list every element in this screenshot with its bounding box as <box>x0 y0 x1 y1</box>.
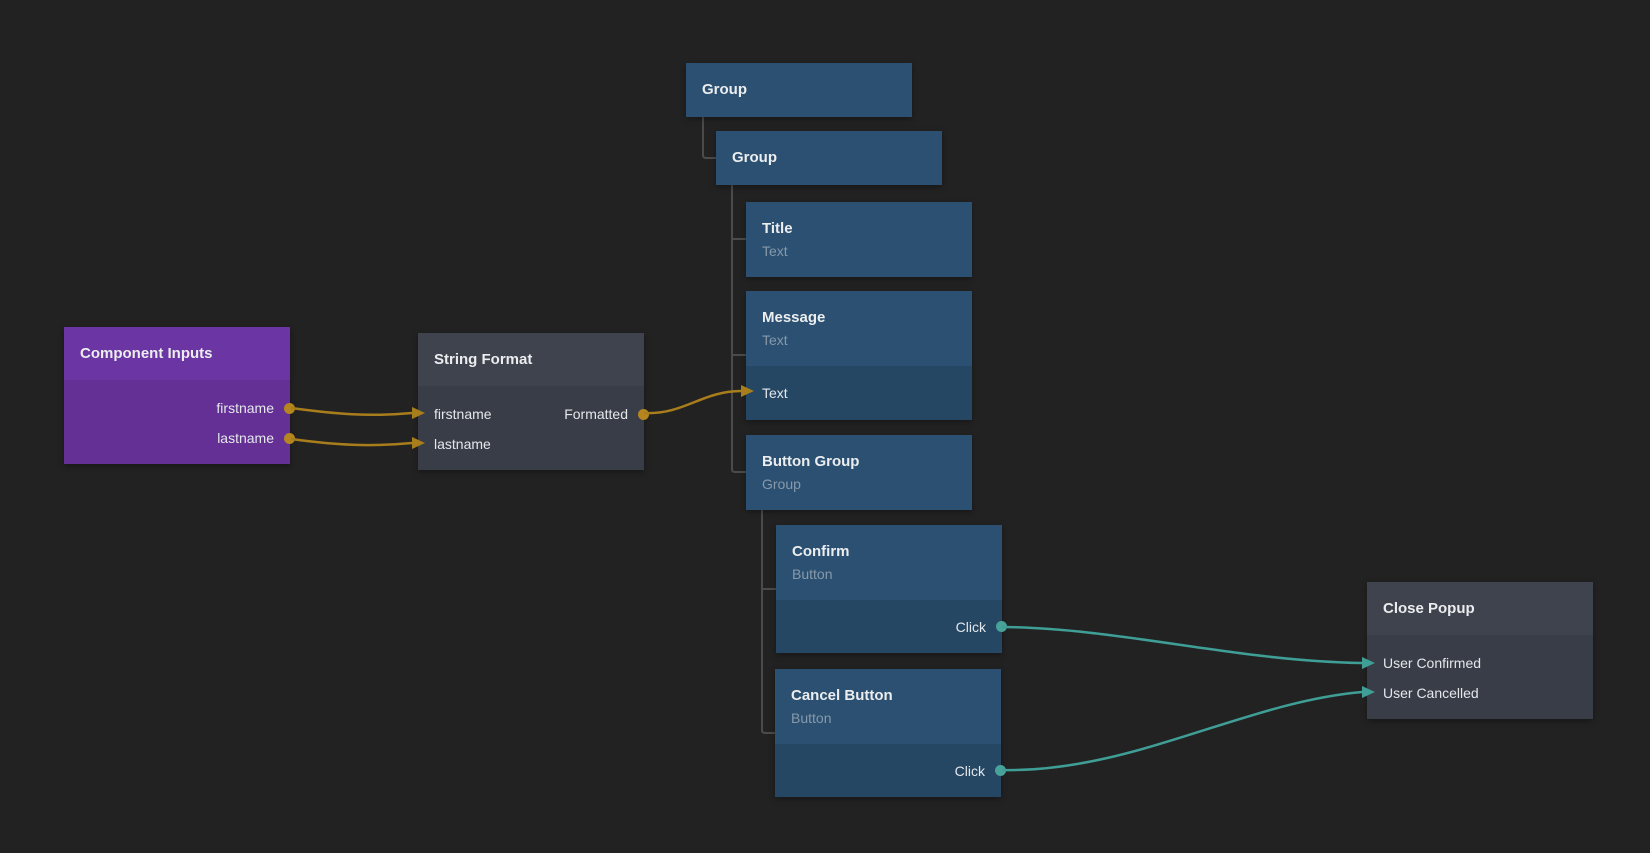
port-row-firstname-formatted: firstname Formatted <box>418 399 649 429</box>
port-row-user-confirmed-input[interactable]: User Confirmed <box>1367 648 1593 678</box>
output-port-dot-formatted[interactable] <box>638 408 649 420</box>
node-subtitle: Group <box>762 476 801 492</box>
output-port-label: firstname <box>216 400 274 416</box>
node-ports: firstname lastname <box>64 380 295 464</box>
wire-lastname <box>290 437 413 447</box>
output-port-dot-click[interactable] <box>995 765 1006 776</box>
node-subtitle: Text <box>762 332 788 348</box>
input-port-label: User Confirmed <box>1383 655 1482 671</box>
node-title: Group <box>702 81 747 98</box>
node-header: String Format <box>418 333 644 386</box>
port-row-click-output: Click <box>775 744 1006 797</box>
output-port-label: Click <box>954 762 985 779</box>
node-subtitle: Button <box>792 566 833 582</box>
wire-cancel-click <box>1001 690 1363 772</box>
port-row-lastname-input: lastname <box>418 429 644 459</box>
node-header: Message Text <box>746 291 972 366</box>
input-port-label: User Cancelled <box>1383 685 1479 701</box>
node-title: Group <box>732 149 777 166</box>
output-port-dot-lastname[interactable] <box>284 432 295 444</box>
tree-line-group1-group2 <box>702 117 716 159</box>
node-title: Cancel Button <box>791 687 893 704</box>
node-title: Close Popup <box>1383 599 1475 617</box>
node-string-format[interactable]: String Format firstname Formatted lastna… <box>418 333 649 470</box>
tree-line-buttongroup-spine <box>761 510 775 734</box>
node-title: Message <box>762 309 826 326</box>
node-cancel-button[interactable]: Cancel Button Button Click <box>775 669 1006 797</box>
node-header: Title Text <box>746 202 972 277</box>
node-title-text[interactable]: Title Text <box>746 202 972 277</box>
node-subtitle: Button <box>791 710 832 726</box>
port-row-user-cancelled-input[interactable]: User Cancelled <box>1367 678 1593 708</box>
node-component-inputs[interactable]: Component Inputs firstname lastname <box>64 327 295 464</box>
node-title: Confirm <box>792 543 850 560</box>
tree-line-group2-spine <box>731 185 746 473</box>
wire-firstname <box>290 406 413 417</box>
node-subtitle: Text <box>762 243 788 259</box>
node-title: String Format <box>434 350 533 368</box>
node-header: Close Popup <box>1367 582 1593 635</box>
node-confirm-button[interactable]: Confirm Button Click <box>776 525 1007 653</box>
node-group-2[interactable]: Group <box>716 131 942 185</box>
node-title: Button Group <box>762 453 860 470</box>
node-title: Title <box>762 220 793 237</box>
node-header: Cancel Button Button <box>775 669 1001 744</box>
output-port-dot-click[interactable] <box>996 621 1007 632</box>
node-header: Component Inputs <box>64 327 290 380</box>
node-header: Confirm Button <box>776 525 1002 600</box>
input-port-label: lastname <box>434 436 491 452</box>
port-row-firstname-output: firstname <box>64 393 295 423</box>
output-port-label: Click <box>955 618 986 635</box>
node-header: Button Group Group <box>746 435 972 510</box>
node-button-group[interactable]: Button Group Group <box>746 435 972 510</box>
wire-formatted-text <box>643 389 742 415</box>
node-group-1[interactable]: Group <box>686 63 912 117</box>
input-port-label: Text <box>762 385 788 401</box>
port-row-lastname-output: lastname <box>64 423 295 453</box>
node-message-text[interactable]: Message Text Text <box>746 291 972 420</box>
port-row-click-output: Click <box>776 600 1007 653</box>
node-header: Group <box>716 131 942 185</box>
output-port-dot-firstname[interactable] <box>284 402 295 414</box>
output-port-label: lastname <box>217 430 274 446</box>
output-port-label: Formatted <box>564 406 628 422</box>
node-ports: firstname Formatted lastname <box>418 386 649 470</box>
port-row-text-input[interactable]: Text <box>746 366 972 420</box>
node-close-popup[interactable]: Close Popup User Confirmed User Cancelle… <box>1367 582 1593 719</box>
node-ports: User Confirmed User Cancelled <box>1367 635 1593 719</box>
wire-confirm-click <box>1001 625 1363 665</box>
node-title: Component Inputs <box>80 344 213 362</box>
node-header: Group <box>686 63 912 117</box>
input-port-label: firstname <box>434 406 492 422</box>
